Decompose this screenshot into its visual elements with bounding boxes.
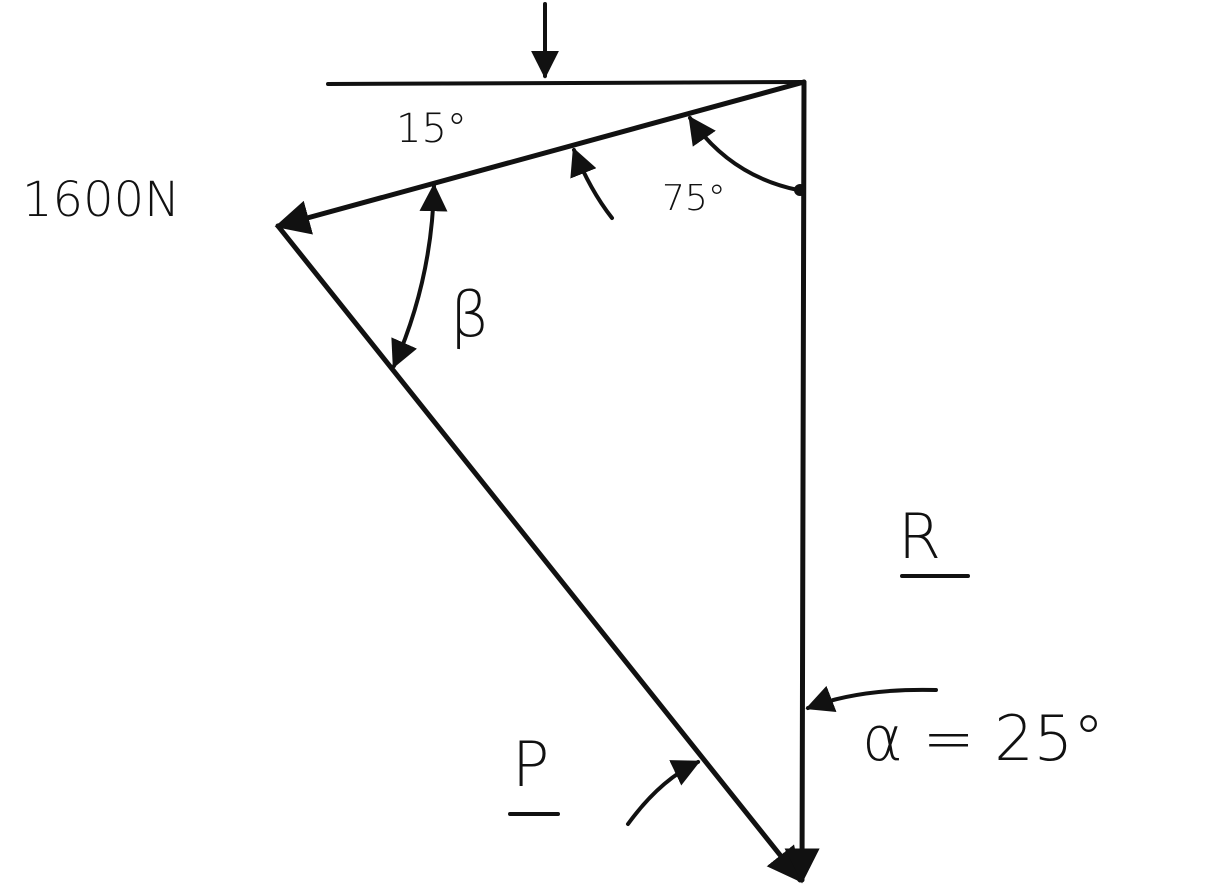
r-label: R: [898, 500, 941, 573]
horizontal-reference-line: [326, 80, 806, 86]
p-label: P: [512, 728, 549, 801]
force-1600n-vector: [274, 79, 807, 235]
beta-angle-arc: [391, 183, 448, 369]
force-label: 1600N: [22, 172, 180, 228]
angle-15-pointer: [570, 147, 614, 220]
p-vector: [275, 223, 803, 883]
angle-15-label: 15°: [396, 106, 467, 152]
alpha-label: α = 25°: [862, 702, 1104, 775]
angle-75-label: 75°: [662, 178, 726, 219]
angle-75-dot: [794, 184, 806, 196]
beta-label: β: [450, 278, 490, 351]
p-angle-pointer: [626, 760, 701, 826]
alpha-angle-pointer: [805, 685, 938, 713]
r-vector: [784, 79, 820, 884]
angle-75-arc: [688, 115, 800, 192]
